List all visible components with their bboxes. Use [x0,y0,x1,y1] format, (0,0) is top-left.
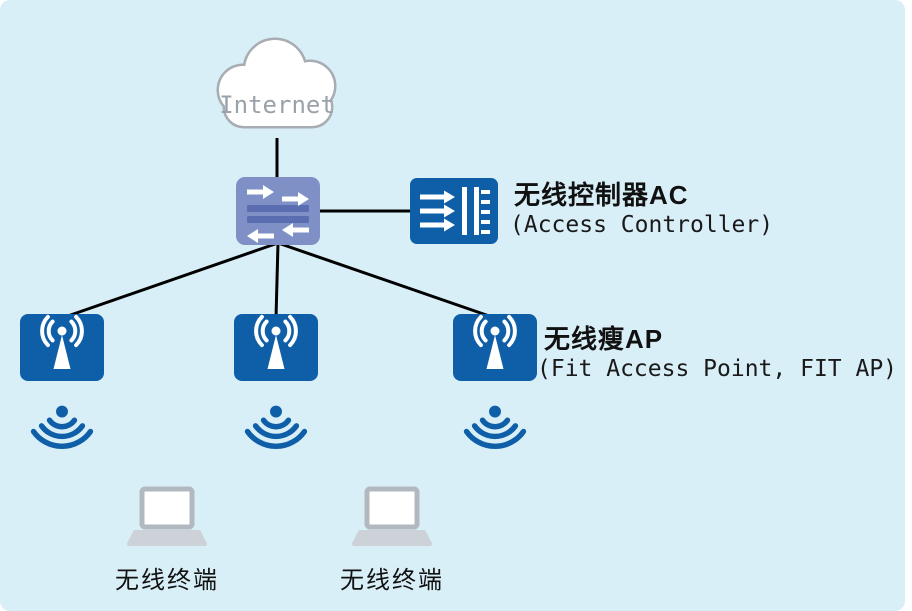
laptop-2 [346,486,438,550]
access-point-icon [453,314,537,381]
wifi-signal-2 [238,400,314,460]
terminal-label-right: 无线终端 [340,567,444,594]
laptop-1 [121,486,213,550]
link-switch-ap3 [277,241,496,320]
link-switch-ap1 [61,241,279,320]
wifi-signal-1 [24,400,100,460]
access-controller-icon [410,178,498,244]
wifi-signal-icon [244,405,308,450]
wifi-signal-3 [457,400,533,460]
cloud-icon: Internet [216,37,337,129]
ap-label-en: (Fit Access Point, FIT AP) [537,356,898,382]
access-point-icon [234,314,318,381]
access-point-1 [20,314,104,381]
access-controller [410,178,498,244]
internet-label: Internet [219,91,335,119]
switch-icon [236,177,320,245]
wifi-signal-icon [30,405,94,450]
terminal-label-left: 无线终端 [115,567,219,594]
access-point-3 [453,314,537,381]
ac-label-cn: 无线控制器AC [514,180,689,210]
ac-label-en: (Access Controller) [510,212,774,238]
access-point-2 [234,314,318,381]
internet-cloud: Internet [197,30,357,142]
laptop-icon [127,486,207,546]
core-switch [236,177,320,245]
wifi-signal-icon [463,405,527,450]
ap-label-cn: 无线瘦AP [544,324,664,354]
access-point-icon [20,314,104,381]
link-switch-ap2 [274,242,280,319]
laptop-icon [352,486,432,546]
